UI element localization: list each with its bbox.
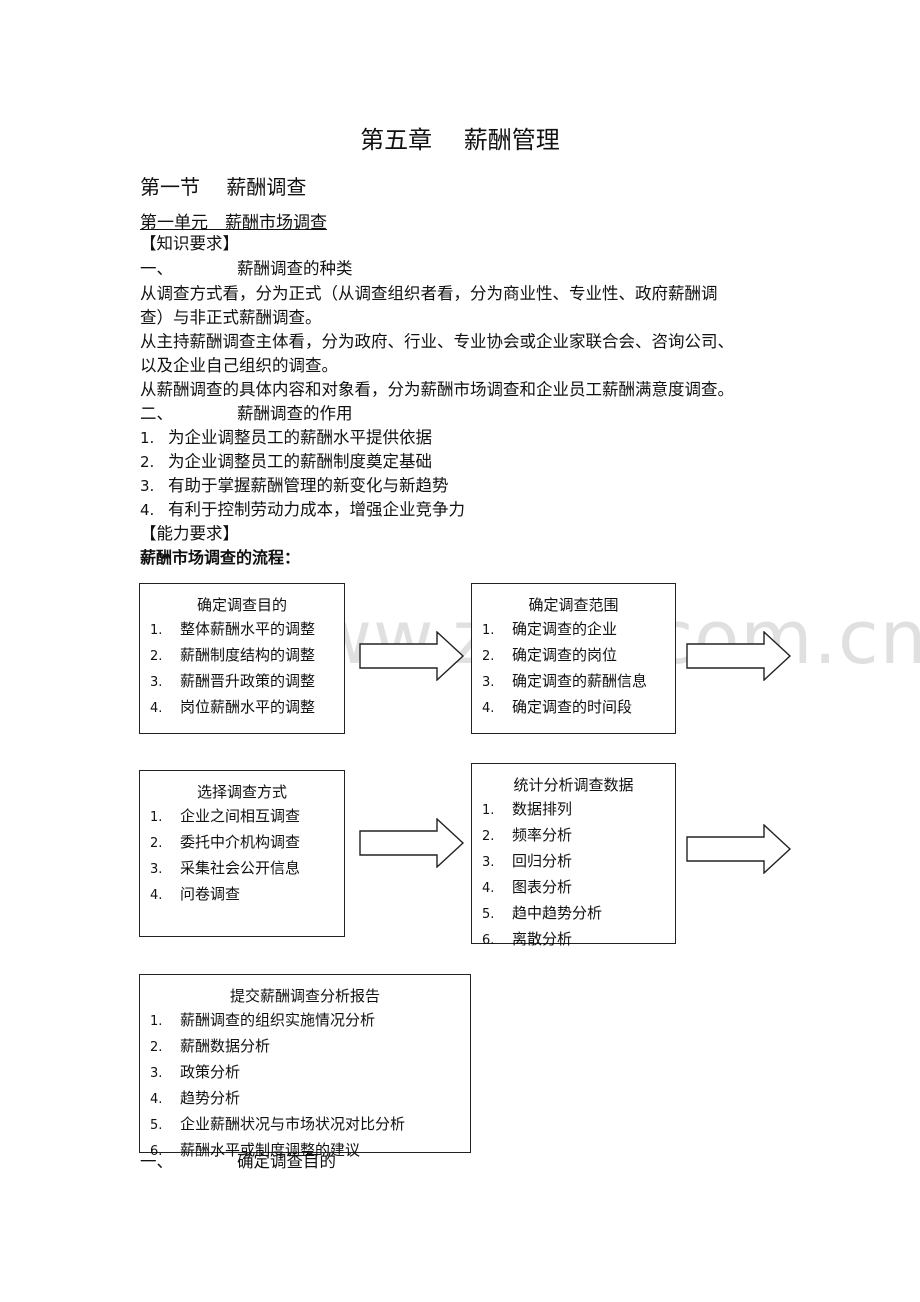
flow-box-item: 3.政策分析: [150, 1063, 241, 1081]
part2-item: 2.为企业调整员工的薪酬制度奠定基础: [140, 452, 432, 471]
flow-box-statistical-analysis: 统计分析调查数据 1.数据排列 2.频率分析 3.回归分析 4.图表分析 5.趋…: [471, 763, 676, 948]
part1-number: 一、: [140, 259, 173, 278]
flow-box-item: 1.数据排列: [482, 800, 573, 818]
right-arrow-icon: [686, 631, 792, 681]
part2-title: 薪酬调查的作用: [237, 404, 353, 423]
flow-box-item: 3.薪酬晋升政策的调整: [150, 672, 316, 690]
flow-box-item: 1.整体薪酬水平的调整: [150, 620, 316, 638]
right-arrow-icon: [686, 824, 792, 874]
flow-box-item: 2.委托中介机构调查: [150, 833, 301, 851]
flow-box-determine-scope: 确定调查范围 1.确定调查的企业 2.确定调查的岗位 3.确定调查的薪酬信息 4…: [471, 583, 676, 734]
flow-box-choose-method: 选择调查方式 1.企业之间相互调查 2.委托中介机构调查 3.采集社会公开信息 …: [139, 770, 345, 937]
bottom-heading: 一、 确定调查目的: [140, 1150, 336, 1174]
flow-box-title: 确定调查范围: [528, 596, 619, 614]
flow-box-item: 2.薪酬数据分析: [150, 1037, 271, 1055]
flow-box-item: 4.图表分析: [482, 878, 573, 896]
right-arrow-icon: [359, 631, 465, 681]
flow-box-item: 1.薪酬调查的组织实施情况分析: [150, 1011, 376, 1029]
ability-requirement-heading: 【能力要求】: [140, 524, 239, 543]
flow-box-item: 5.趋中趋势分析: [482, 904, 603, 922]
part1-paragraph2-line2: 以及企业自己组织的调查。: [140, 356, 338, 375]
flow-box-item: 3.回归分析: [482, 852, 573, 870]
flow-box-title: 统计分析调查数据: [513, 776, 634, 794]
flow-box-title: 选择调查方式: [196, 783, 287, 801]
flow-heading: 薪酬市场调查的流程：: [140, 548, 301, 567]
chapter-title: 第五章 薪酬管理: [360, 126, 560, 154]
flow-box-item: 3.采集社会公开信息: [150, 859, 301, 877]
part2-heading: 二、 薪酬调查的作用: [140, 402, 353, 426]
flow-box-item: 6.薪酬水平或制度调整的建议: [150, 1141, 361, 1159]
flow-box-item: 4.确定调查的时间段: [482, 698, 633, 716]
section-title: 第一节 薪酬调查: [140, 175, 307, 199]
flow-box-item: 2.薪酬制度结构的调整: [150, 646, 316, 664]
flow-box-item: 1.确定调查的企业: [482, 620, 618, 638]
flow-box-title: 确定调查目的: [196, 596, 287, 614]
part1-heading: 一、 薪酬调查的种类: [140, 257, 353, 281]
part2-item: 1.为企业调整员工的薪酬水平提供依据: [140, 428, 432, 447]
flow-box-item: 4.岗位薪酬水平的调整: [150, 698, 316, 716]
part1-paragraph1-line1: 从调查方式看，分为正式（从调查组织者看，分为商业性、专业性、政府薪酬调: [140, 284, 718, 303]
flow-box-item: 6.离散分析: [482, 930, 573, 948]
bottom-title: 确定调查目的: [237, 1152, 336, 1171]
part2-item: 4.有利于控制劳动力成本，增强企业竞争力: [140, 500, 465, 519]
right-arrow-icon: [359, 818, 465, 868]
unit-title: 第一单元 薪酬市场调查: [140, 213, 327, 233]
knowledge-requirement-heading: 【知识要求】: [140, 234, 239, 253]
flow-box-item: 5.企业薪酬状况与市场状况对比分析: [150, 1115, 406, 1133]
bottom-number: 一、: [140, 1152, 173, 1171]
flow-box-item: 1.企业之间相互调查: [150, 807, 301, 825]
flow-box-determine-purpose: 确定调查目的 1.整体薪酬水平的调整 2.薪酬制度结构的调整 3.薪酬晋升政策的…: [139, 583, 345, 734]
part2-number: 二、: [140, 404, 173, 423]
flow-box-item: 2.确定调查的岗位: [482, 646, 618, 664]
flow-box-title: 提交薪酬调查分析报告: [229, 987, 380, 1005]
part1-paragraph2-line1: 从主持薪酬调查主体看，分为政府、行业、专业协会或企业家联合会、咨询公司、: [140, 332, 734, 351]
flow-box-item: 4.趋势分析: [150, 1089, 241, 1107]
part1-title: 薪酬调查的种类: [237, 259, 353, 278]
part1-paragraph1-line2: 查）与非正式薪酬调查。: [140, 308, 322, 327]
flow-box-submit-report: 提交薪酬调查分析报告 1.薪酬调查的组织实施情况分析 2.薪酬数据分析 3.政策…: [139, 974, 471, 1159]
flow-box-item: 3.确定调查的薪酬信息: [482, 672, 648, 690]
part1-paragraph3: 从薪酬调查的具体内容和对象看，分为薪酬市场调查和企业员工薪酬满意度调查。: [140, 380, 734, 399]
part2-item: 3.有助于掌握薪酬管理的新变化与新趋势: [140, 476, 449, 495]
flow-box-item: 4.问卷调查: [150, 885, 241, 903]
flow-box-item: 2.频率分析: [482, 826, 573, 844]
